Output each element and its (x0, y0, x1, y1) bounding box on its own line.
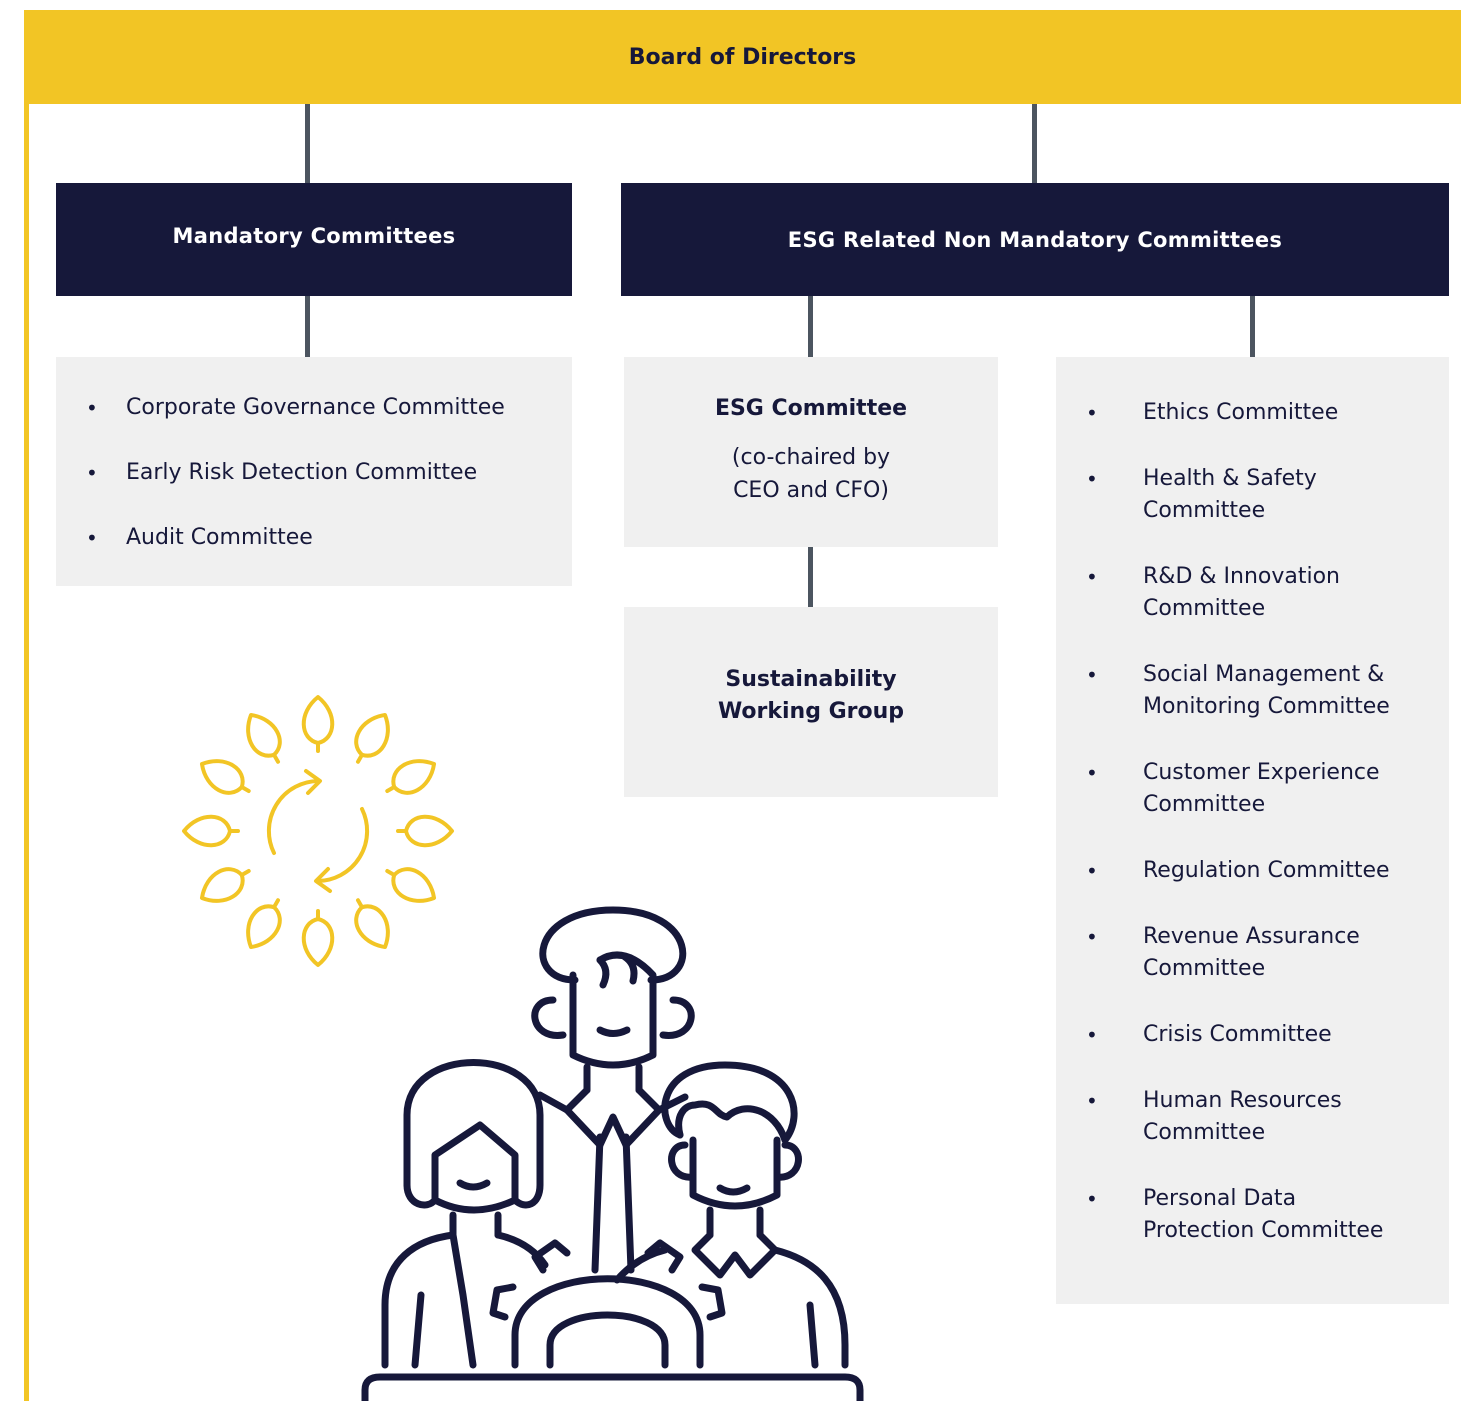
list-item: Corporate Governance Committee (56, 392, 572, 424)
list-item-line: (co-chaired by (731, 445, 891, 470)
list-item: Crisis Committee (1056, 1019, 1449, 1051)
list-item: Regulation Committee (1056, 855, 1449, 887)
list-item-line: Working Group (717, 699, 905, 724)
leaf-icon (301, 695, 335, 753)
list-item-line: Health & Safety (1143, 466, 1317, 491)
list-item: Audit Committee (56, 522, 572, 554)
mandatory-committees-title: Mandatory Committees (172, 223, 456, 248)
connector-board-esg (1032, 104, 1037, 184)
esg-related-committees-header: ESG Related Non Mandatory Committees (621, 183, 1449, 296)
connector-esg-working-group (808, 547, 813, 607)
leaf-icon (182, 814, 240, 848)
leaf-icon (199, 759, 251, 795)
leaf-icon (385, 867, 437, 903)
list-item: Early Risk Detection Committee (56, 457, 572, 489)
leaf-icon (354, 898, 390, 950)
list-item: Ethics Committee (1056, 397, 1449, 429)
leaf-icon (301, 909, 335, 967)
board-of-directors-header: Board of Directors (24, 10, 1461, 104)
leaf-icon (246, 712, 282, 764)
list-item-line: Ethics Committee (1143, 400, 1339, 425)
leaf-icon (246, 898, 282, 950)
leaf-icon (396, 814, 454, 848)
connector-board-mandatory (305, 104, 310, 184)
mandatory-committees-header: Mandatory Committees (56, 183, 572, 296)
connector-mandatory-list (305, 296, 310, 357)
list-item-line: Human Resources (1143, 1088, 1342, 1113)
connector-esg-list (1250, 296, 1255, 357)
list-item-line: Committee (1143, 956, 1266, 981)
working-group-title: Sustainability Working Group (718, 664, 904, 728)
list-item-line: Social Management & (1143, 662, 1385, 687)
connector-esg-committee (808, 296, 813, 357)
esg-committee-box: ESG Committee (co-chaired by CEO and CFO… (624, 357, 998, 547)
leaf-icon (199, 867, 251, 903)
list-item-line: Personal Data (1143, 1186, 1297, 1211)
non-mandatory-committees-list: Ethics Committee Health & SafetyCommitte… (1056, 357, 1449, 1304)
list-item-line: Revenue Assurance (1143, 924, 1360, 949)
list-item-line: Early Risk Detection Committee (126, 460, 478, 485)
esg-committee-title: ESG Committee (714, 396, 908, 421)
board-title: Board of Directors (628, 44, 857, 70)
list-item: Social Management & Monitoring Committee (1056, 659, 1449, 723)
esg-committee-note: (co-chaired by CEO and CFO) (624, 441, 998, 507)
esg-related-committees-title: ESG Related Non Mandatory Committees (787, 227, 1283, 252)
sustainability-cycle-icon (182, 695, 454, 967)
list-item-line: Regulation Committee (1143, 858, 1390, 883)
leaf-icon (354, 712, 390, 764)
list-item-line: Customer Experience (1143, 760, 1380, 785)
list-item-line: CEO and CFO) (733, 478, 889, 503)
left-accent-bar (24, 104, 29, 1401)
list-item-line: R&D & Innovation (1143, 564, 1341, 589)
list-item-line: Committee (1143, 498, 1266, 523)
list-item-line: Protection Committee (1143, 1218, 1384, 1243)
list-item-line: Sustainability (725, 667, 897, 692)
leaf-icon (385, 759, 437, 795)
list-item-line: Audit Committee (126, 525, 313, 550)
list-item-line: Crisis Committee (1143, 1022, 1332, 1047)
list-item-line: Corporate Governance Committee (126, 395, 505, 420)
list-item-line: Committee (1143, 596, 1266, 621)
list-item-line: Committee (1143, 1120, 1266, 1145)
sustainability-working-group-box: Sustainability Working Group (624, 607, 998, 797)
list-item-line: Monitoring Committee (1143, 694, 1390, 719)
list-item-line: Committee (1143, 792, 1266, 817)
team-people-icon (361, 906, 864, 1401)
mandatory-committees-list: Corporate Governance Committee Early Ris… (56, 357, 572, 586)
